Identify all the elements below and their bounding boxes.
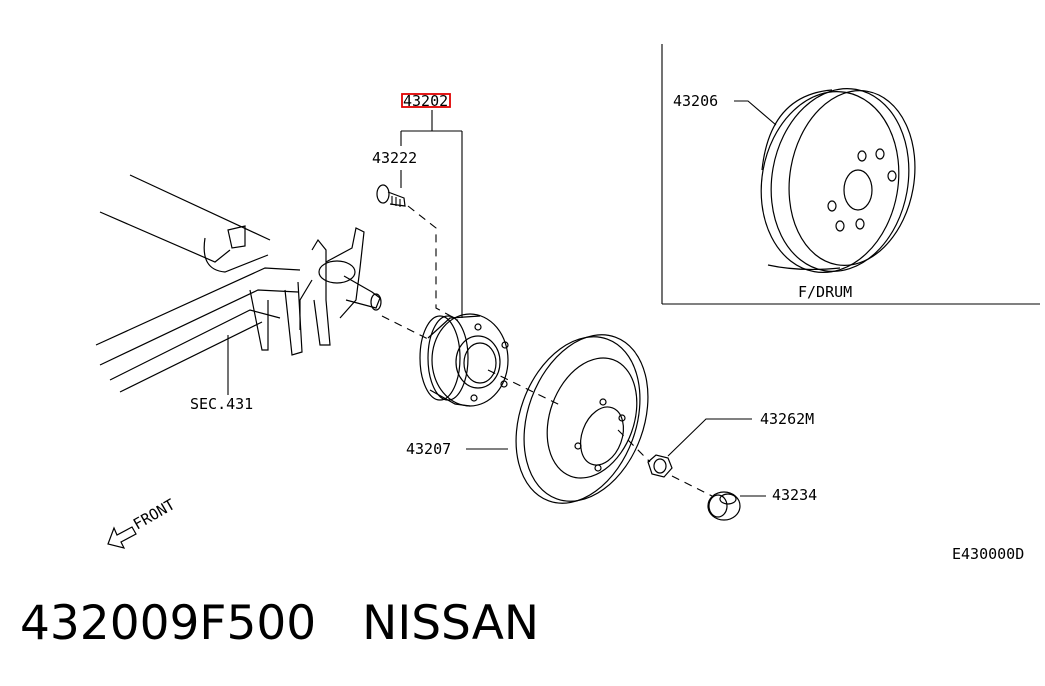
selected-part-highlight	[401, 93, 451, 108]
brand-name: NISSAN	[362, 596, 540, 651]
callout-43262m[interactable]: 43262M	[760, 410, 814, 428]
callout-43222[interactable]: 43222	[372, 149, 417, 167]
hub-cap-drawing	[707, 491, 741, 521]
assembly-center-lines	[381, 205, 713, 497]
leader-lines	[400, 110, 766, 497]
drum-inset-panel	[661, 44, 1040, 305]
callout-43234[interactable]: 43234	[772, 486, 817, 504]
front-label: FRONT	[130, 495, 178, 533]
part-caption: 432009F500 NISSAN	[20, 596, 585, 651]
front-arrow-icon	[107, 526, 137, 549]
hub-assembly-drawing	[419, 313, 509, 407]
diagram-code: E430000D	[952, 545, 1024, 563]
callout-sec-431[interactable]: SEC.431	[190, 395, 253, 413]
hub-bolt-drawing	[376, 184, 406, 207]
axle-beam-drawing	[95, 174, 382, 395]
brake-drum-drawing	[734, 88, 916, 273]
part-number: 432009F500	[20, 596, 317, 651]
hub-nut-drawing	[647, 454, 673, 478]
inset-caption: F/DRUM	[798, 283, 852, 301]
brake-disc-drawing	[515, 334, 649, 504]
callout-43202[interactable]: 43202	[403, 92, 448, 110]
callout-43207[interactable]: 43207	[406, 440, 451, 458]
callout-43206[interactable]: 43206	[673, 92, 718, 110]
